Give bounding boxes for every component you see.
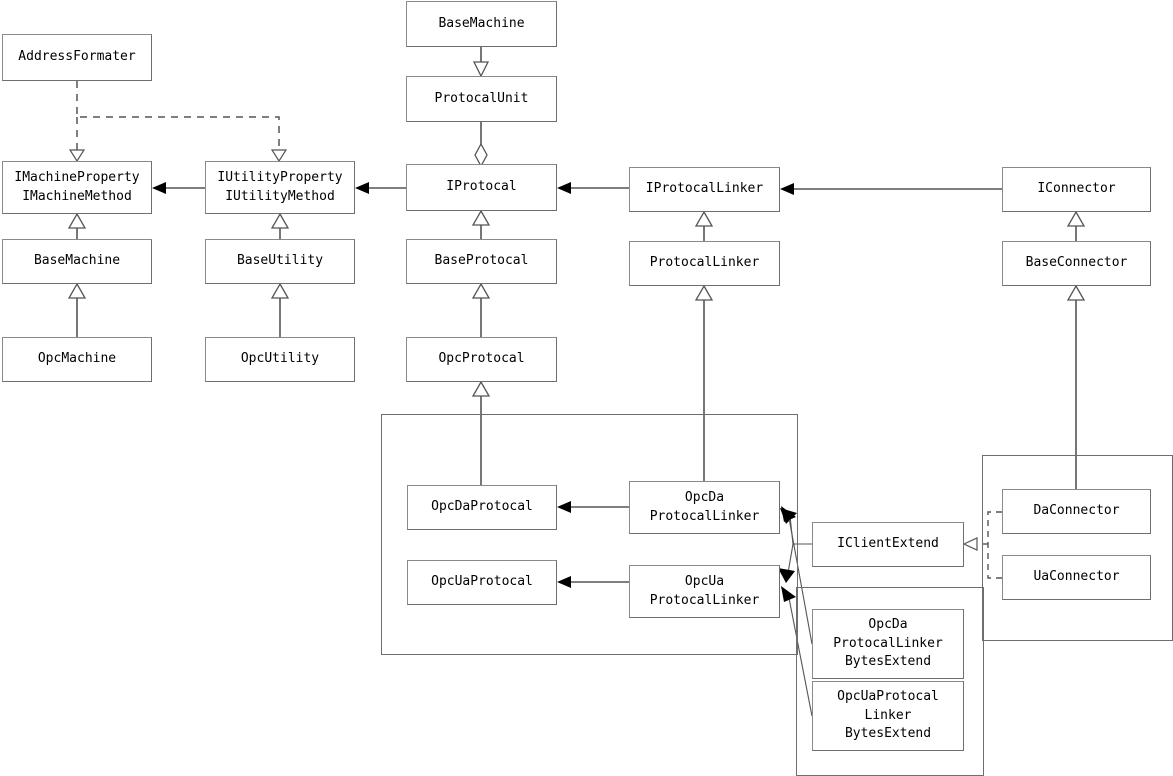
- class-node-opc-machine[interactable]: OpcMachine: [2, 337, 152, 382]
- class-node-base-machine[interactable]: BaseMachine: [2, 239, 152, 284]
- class-node-iprotocal-linker[interactable]: IProtocalLinker: [629, 167, 780, 212]
- class-node-opc-protocal[interactable]: OpcProtocal: [406, 337, 557, 382]
- class-node-address-formater[interactable]: AddressFormater: [2, 34, 152, 81]
- class-node-opc-ua-protocal[interactable]: OpcUaProtocal: [407, 560, 557, 605]
- class-node-base-connector[interactable]: BaseConnector: [1002, 241, 1151, 286]
- group-box-connector: [982, 455, 1173, 641]
- group-box-opc-protocal: [381, 414, 798, 655]
- class-node-opc-utility[interactable]: OpcUtility: [205, 337, 355, 382]
- class-node-opc-ua-protocal-linker-bytes-extend[interactable]: OpcUaProtocal Linker BytesExtend: [812, 681, 964, 751]
- class-node-opc-da-protocal-linker[interactable]: OpcDa ProtocalLinker: [629, 481, 780, 534]
- class-node-iutility-property[interactable]: IUtilityProperty IUtilityMethod: [205, 161, 355, 214]
- class-node-opc-ua-protocal-linker[interactable]: OpcUa ProtocalLinker: [629, 565, 780, 618]
- class-node-base-machine-top[interactable]: BaseMachine: [406, 1, 557, 47]
- class-node-opc-da-protocal-linker-bytes-extend[interactable]: OpcDa ProtocalLinker BytesExtend: [812, 609, 964, 679]
- class-node-imachine-property[interactable]: IMachineProperty IMachineMethod: [2, 161, 152, 214]
- class-node-base-protocal[interactable]: BaseProtocal: [406, 239, 557, 284]
- class-node-protocal-linker[interactable]: ProtocalLinker: [629, 241, 780, 286]
- class-node-base-utility[interactable]: BaseUtility: [205, 239, 355, 284]
- class-node-iprotocal[interactable]: IProtocal: [406, 164, 557, 211]
- class-node-protocal-unit[interactable]: ProtocalUnit: [406, 76, 557, 122]
- class-node-iclient-extend[interactable]: IClientExtend: [812, 522, 964, 567]
- class-node-opc-da-protocal[interactable]: OpcDaProtocal: [407, 485, 557, 530]
- class-node-ua-connector[interactable]: UaConnector: [1002, 555, 1151, 600]
- class-node-iconnector[interactable]: IConnector: [1002, 167, 1151, 212]
- class-node-da-connector[interactable]: DaConnector: [1002, 489, 1151, 534]
